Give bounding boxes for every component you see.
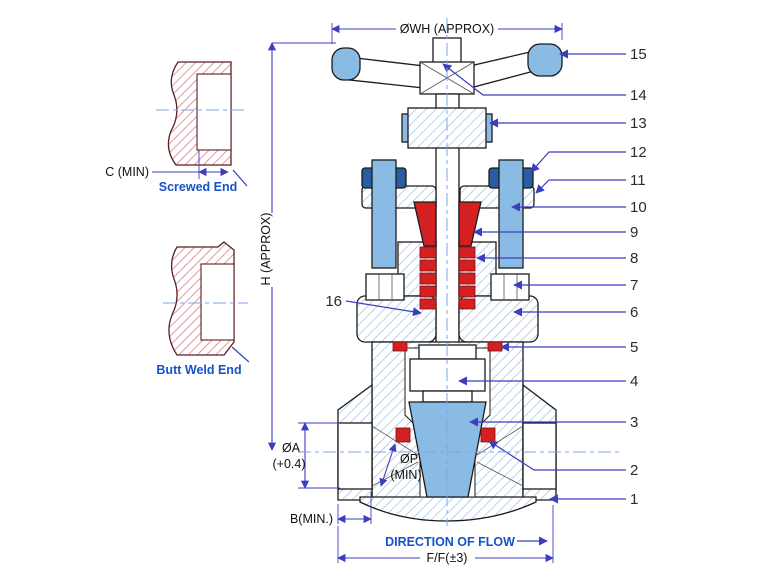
screwed-end-detail — [156, 61, 246, 166]
dim-bore-a: ØA (+0.4) — [272, 422, 340, 489]
butt-weld-end-label: Butt Weld End — [156, 363, 241, 377]
bonnet-gasket-right — [487, 341, 503, 352]
callout-leaders — [345, 49, 626, 504]
eyebolt-right — [498, 159, 524, 269]
butt-weld-end-bore — [200, 263, 235, 341]
callout-3: 3 — [630, 414, 638, 431]
callout-15: 15 — [630, 46, 647, 63]
callout-8: 8 — [630, 250, 638, 267]
callout-12: 12 — [630, 144, 647, 161]
handwheel-rim-left — [331, 47, 361, 81]
dim-height-label: H (APPROX) — [259, 213, 273, 286]
handwheel-spoke-left — [349, 57, 425, 89]
callout-9: 9 — [630, 224, 638, 241]
bonnet-bolting — [361, 159, 534, 301]
packing-follower-right — [458, 201, 482, 247]
dim-port-p: ØP (MIN) — [379, 443, 422, 487]
trim — [392, 341, 503, 498]
seat-ring-left — [395, 427, 411, 443]
butt-weld-end-detail — [163, 241, 248, 356]
screwed-end-bore — [196, 73, 232, 151]
stem-nut — [401, 107, 493, 149]
dim-bore-a-label: ØA — [282, 441, 301, 455]
gland-packing — [413, 201, 482, 310]
callout-2: 2 — [630, 462, 638, 479]
seat-ring-right — [480, 427, 496, 443]
direction-of-flow: DIRECTION OF FLOW — [385, 535, 548, 549]
eyebolt-left — [371, 159, 397, 269]
screwed-end-label: Screwed End — [159, 180, 238, 194]
packing-follower-left — [413, 201, 437, 247]
dim-port-p-label: ØP — [400, 452, 418, 466]
callout-10: 10 — [630, 199, 647, 216]
callout-7: 7 — [630, 277, 638, 294]
handwheel-rim-right — [527, 43, 563, 77]
bonnet-gasket-left — [392, 341, 408, 352]
hex-nuts — [365, 273, 530, 301]
dim-face-to-face: F/F(±3) — [337, 505, 554, 565]
dim-c-min-label: C (MIN) — [105, 165, 149, 179]
dim-b-min: B(MIN.) — [290, 492, 372, 526]
dim-height: H (APPROX) — [259, 42, 336, 451]
dim-c-min: C (MIN) Screwed End — [105, 150, 248, 194]
dim-port-p-min-label: (MIN) — [390, 468, 421, 482]
callout-numbers: 1 2 3 4 5 6 7 8 9 10 11 12 13 14 15 16 — [325, 46, 646, 508]
callout-5: 5 — [630, 339, 638, 356]
packing-rings — [419, 246, 476, 310]
body-bottom — [359, 496, 537, 522]
callout-6: 6 — [630, 304, 638, 321]
callout-1: 1 — [630, 491, 638, 508]
port-bore-left — [337, 422, 373, 490]
direction-of-flow-label: DIRECTION OF FLOW — [385, 535, 515, 549]
callout-11: 11 — [630, 172, 646, 189]
callout-4: 4 — [630, 373, 638, 390]
callout-14: 14 — [630, 87, 647, 104]
callout-13: 13 — [630, 115, 647, 132]
callout-16: 16 — [325, 293, 342, 310]
butt-weld-label-group: Butt Weld End — [156, 346, 250, 377]
port-bore-right — [522, 422, 557, 490]
centerlines — [298, 18, 622, 526]
dim-face-to-face-label: F/F(±3) — [427, 551, 468, 565]
dim-b-min-label: B(MIN.) — [290, 512, 333, 526]
dim-bore-a-tol-label: (+0.4) — [272, 457, 305, 471]
